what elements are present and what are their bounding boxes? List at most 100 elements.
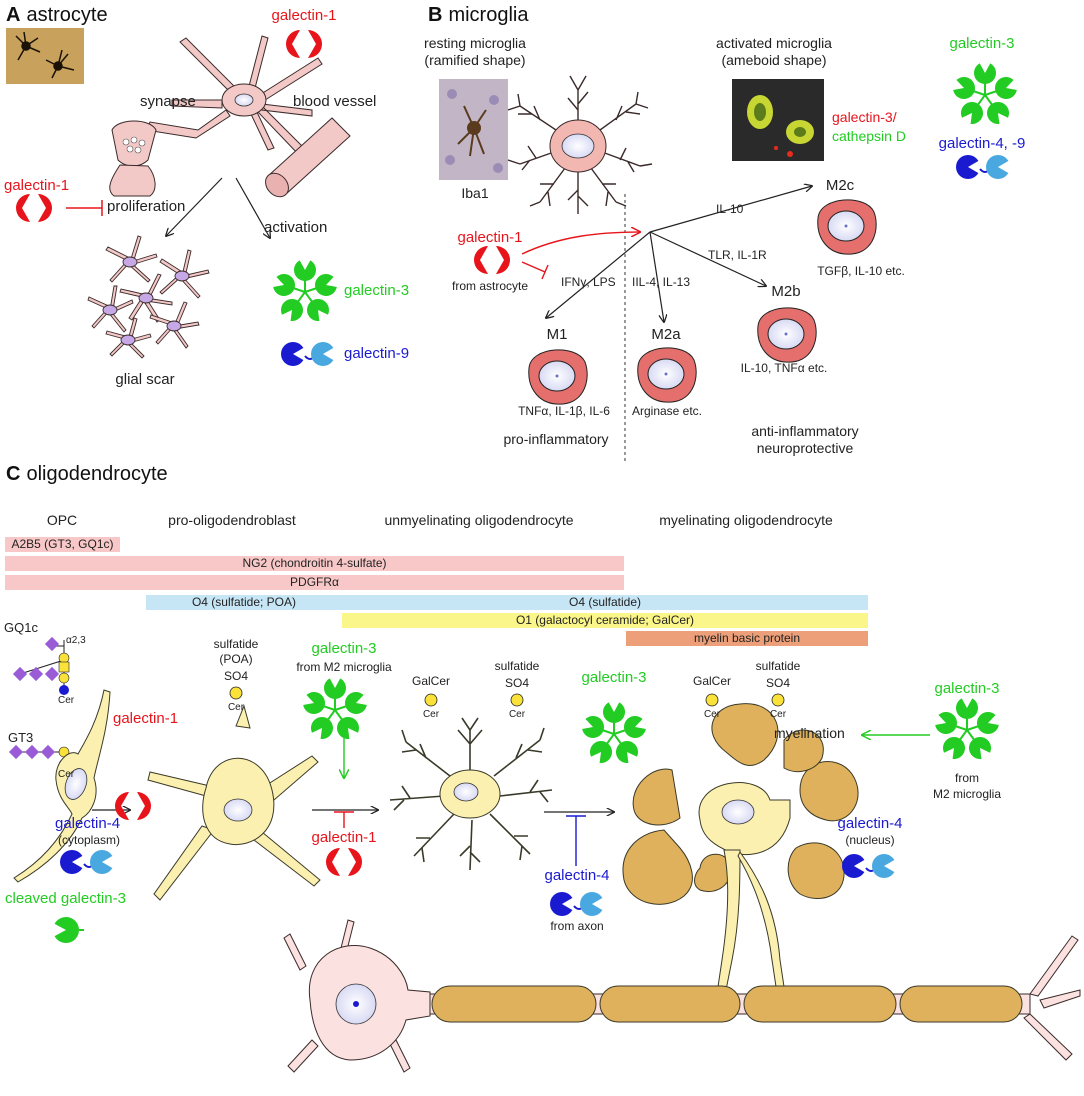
galectin-1-label: galectin-1 [113,710,179,727]
proliferation-label: proliferation [107,198,186,215]
activated-photo-cells [747,95,814,157]
sulfatide-label: sulfatide [213,637,259,651]
cleaved-galectin-3-icon [53,917,84,943]
galectin-1-label: galectin-1 [4,177,70,194]
pro-oligodendroblast-cell [147,704,321,901]
galectin-3-label: galectin-3 [311,640,377,657]
blood-vessel-shape [265,117,351,198]
arrow-to-glial-scar [166,177,223,236]
galectin-1-label: galectin-1 [311,829,377,846]
galectin-3-label: galectin-3 [344,282,410,299]
m2c-label: M2c [825,177,855,194]
cleaved-galectin-3-label: cleaved galectin-3 [5,890,126,907]
astrocyte-photo-cells [15,31,75,79]
m2b-cell [757,307,817,363]
galectin-1-dimer-icon [286,30,322,58]
galectin-1-activation-arrow [521,232,640,255]
il-10-label: IL-10 [716,202,744,216]
central-astrocyte [145,35,323,157]
synapse-shape [109,120,157,197]
galectin-1-dimer-icon [474,246,510,274]
galectin-1-dimer-icon [326,848,362,876]
unmyelinating-nucleus [453,782,479,802]
galcer-head-icon [705,693,719,707]
cathepsin-d-label: cathepsin D [832,128,906,144]
tlr-il-1r-label: TLR, IL-1R [708,248,767,262]
iba1-label: Iba1 [461,185,489,201]
cytoplasm-label: (cytoplasm) [58,833,121,847]
galectin-4-label: galectin-4 [837,815,903,832]
galectin-3-pentamer-icon [299,676,371,745]
blood-vessel-label: blood vessel [293,93,377,110]
m2a-markers-label: Arginase etc. [631,404,703,418]
galectin-3-slash-label: galectin-3/ [832,109,897,125]
from-label: from [955,771,979,785]
astrocyte-photo [6,28,84,84]
iba1-photo-cell [457,105,487,157]
galcer-head-icon [424,693,438,707]
sulfatide-head-icon [229,686,243,700]
arrow-to-m2c [649,186,812,233]
cer-label: Cer [58,769,75,780]
glial-scar-label: glial scar [115,371,175,388]
galectin-4-label: galectin-4 [544,867,610,884]
myelinating-nucleus [721,799,755,825]
galectin-4-tandem-icon [841,853,897,879]
marker-bar-mbp: myelin basic protein [626,631,868,646]
stage-pro-oligodendroblast-label: pro-oligodendroblast [168,512,296,528]
galectin-1-dimer-icon [115,792,151,820]
galectin-3-pentamer-icon [269,258,341,327]
sulfatide-label: sulfatide [755,659,801,673]
opc-cell [13,689,111,883]
neuron-cell [283,919,431,1073]
m2-microglia-label: M2 microglia [932,787,1002,801]
marker-bar-ng2: NG2 (chondroitin 4-sulfate) [5,556,624,571]
galectin-9-label: galectin-9 [344,345,410,362]
resting-microglia-label: resting microglia(ramified shape) [424,35,526,68]
so4-label: SO4 [765,676,791,690]
marker-bar-a2b5: A2B5 (GT3, GQ1c) [5,537,120,552]
astrocyte-panel [6,28,351,367]
galectin-1-label: galectin-1 [271,7,337,24]
pro-inflammatory-label: pro-inflammatory [503,431,609,447]
galectin-1-inhibition-line [521,261,546,273]
unmyelinating-oligodendrocyte-cell [389,717,553,871]
myelinating-oligodendrocyte-cell [622,703,859,905]
galectin-4-tandem-icon [549,891,605,917]
so4-label: SO4 [504,676,530,690]
cer-label: Cer [769,709,787,720]
marker-bar-o4-sulfatide: O4 (sulfatide) [342,595,868,610]
sulfatide-head-icon [771,693,785,707]
galectin-1-inhibition-bar [541,264,549,280]
activation-label: activation [264,219,328,236]
glial-scar-cells [87,235,210,359]
arrow-to-m2b [649,231,766,286]
galectin-3-pentamer-icon [578,700,650,769]
ramified-microglia [507,75,653,214]
galectin-3-pentamer-icon [949,61,1021,130]
cer-label: Cer [58,695,75,706]
stage-unmyelinating-label: unmyelinating oligodendrocyte [384,512,574,528]
stage-opc-label: OPC [46,512,78,528]
m2b-label: M2b [771,283,801,300]
m1-markers-label: TNFα, IL-1β, IL-6 [518,404,610,418]
galectin-4-9-label: galectin-4, -9 [938,135,1026,152]
m2c-cell [817,199,877,255]
poa-label: (POA) [219,652,253,666]
gq1c-glycan [12,636,70,695]
synapse-label: synapse [140,93,196,110]
m2a-label: M2a [651,326,681,343]
galectin-1-label: galectin-1 [457,229,523,246]
cer-label: Cer [227,702,245,713]
sulfatide-label: sulfatide [494,659,540,673]
arrow-to-activation [235,177,270,238]
il-4-il-13-label: IIL-4, IL-13 [632,275,691,289]
so4-label: SO4 [223,669,249,683]
arrow-to-m2a [649,231,664,322]
marker-bar-o1: O1 (galactocyl ceramide; GalCer) [342,613,868,628]
galectin-3-label: galectin-3 [949,35,1015,52]
